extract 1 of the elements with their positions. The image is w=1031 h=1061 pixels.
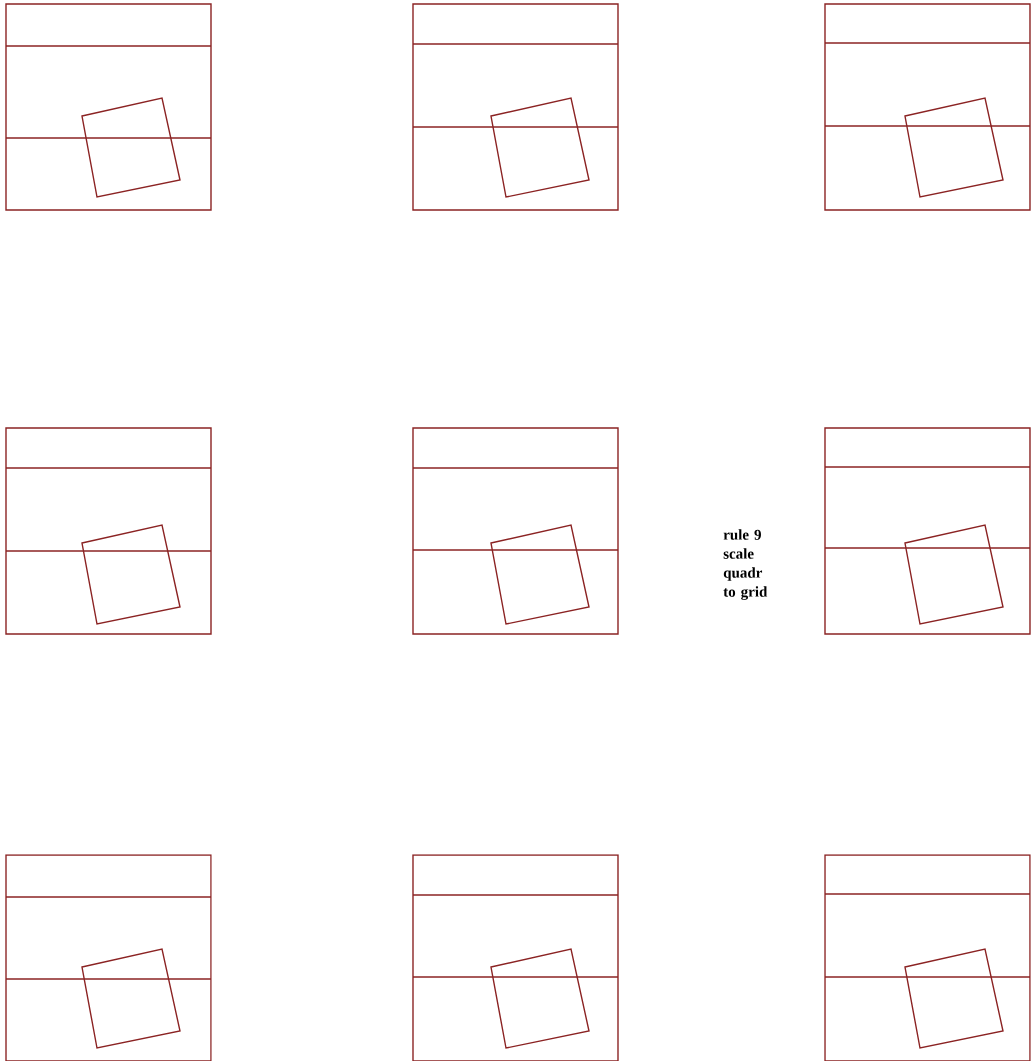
note-text: rule 9 scale quadr to grid [723, 529, 768, 600]
